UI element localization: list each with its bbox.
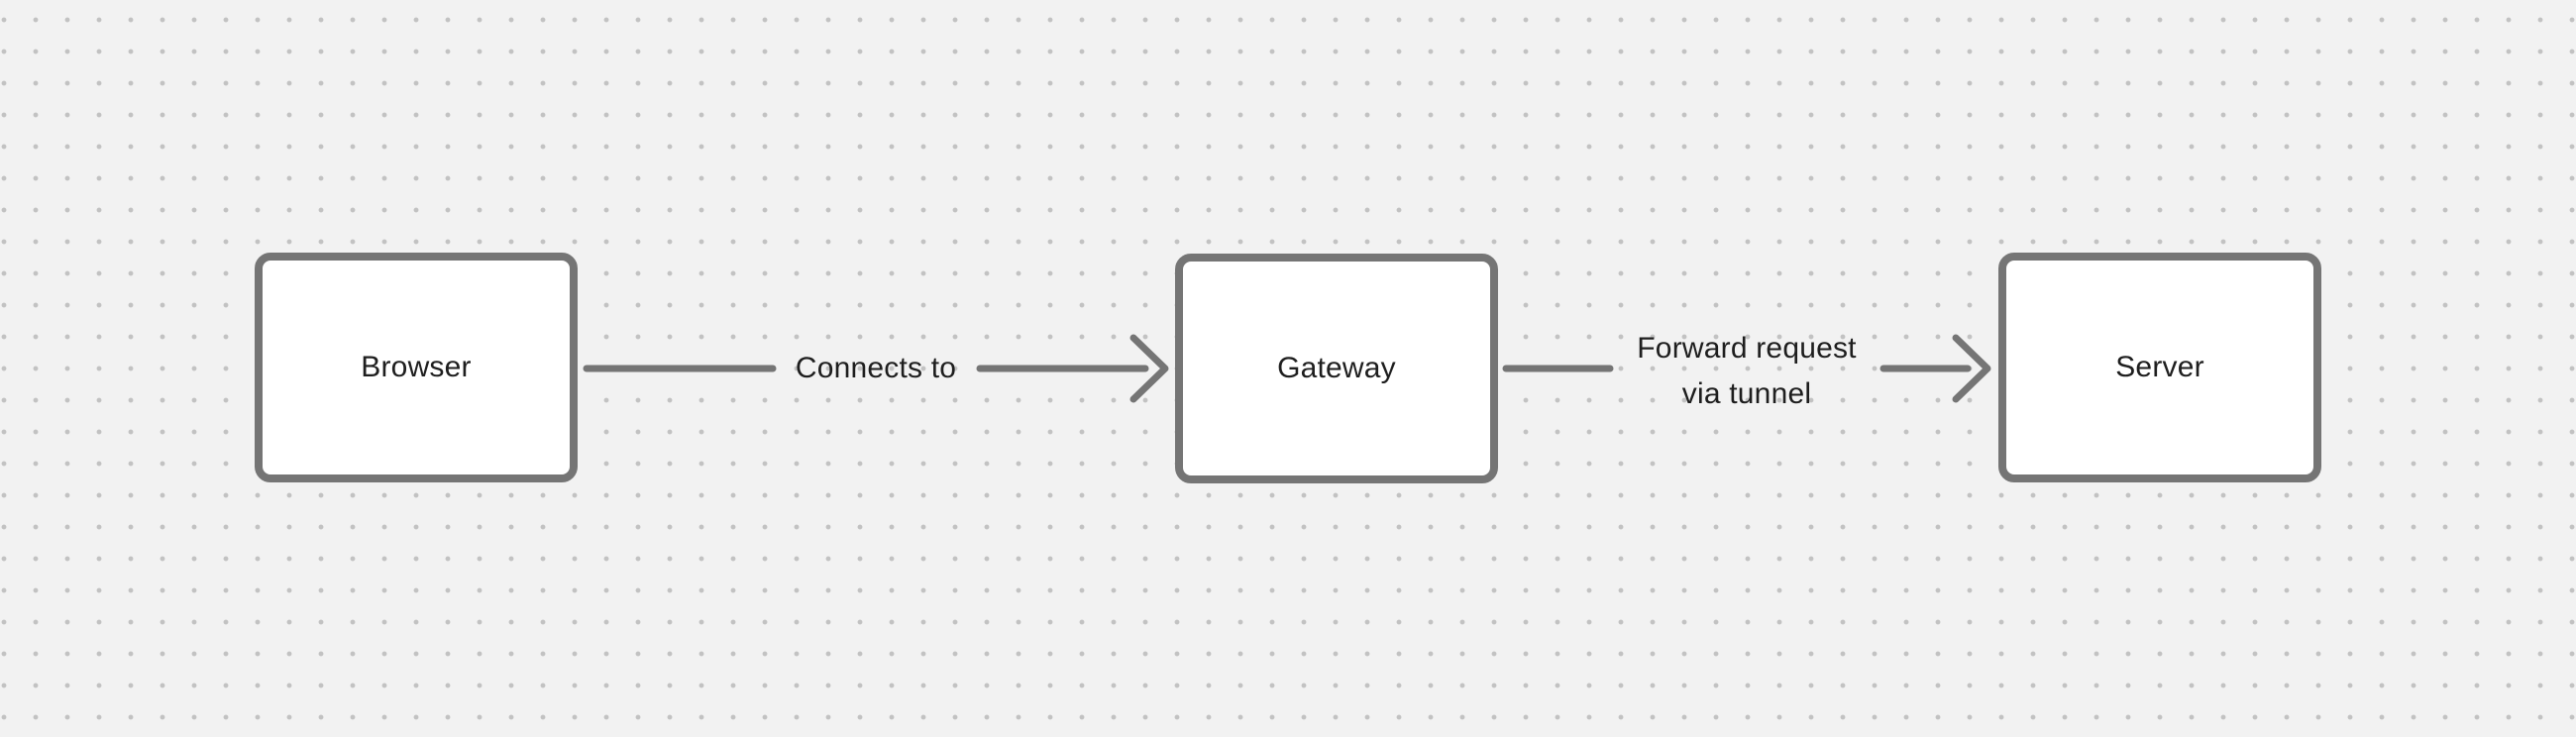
connector-browser-gateway[interactable]: [583, 334, 1169, 403]
node-browser[interactable]: Browser: [255, 253, 578, 482]
connector-label-connects-to[interactable]: Connects to: [795, 352, 957, 384]
node-label-browser: Browser: [361, 351, 472, 383]
connector-gateway-server[interactable]: [1502, 334, 1991, 403]
connector-label-forward-request[interactable]: Forward request via tunnel: [1637, 332, 1857, 410]
node-label-server: Server: [2115, 351, 2204, 383]
arrowhead-icon: [1952, 334, 1991, 403]
arrowhead-icon: [1129, 334, 1169, 403]
node-server[interactable]: Server: [1998, 253, 2321, 482]
node-gateway[interactable]: Gateway: [1175, 254, 1498, 483]
node-label-gateway: Gateway: [1277, 352, 1396, 384]
